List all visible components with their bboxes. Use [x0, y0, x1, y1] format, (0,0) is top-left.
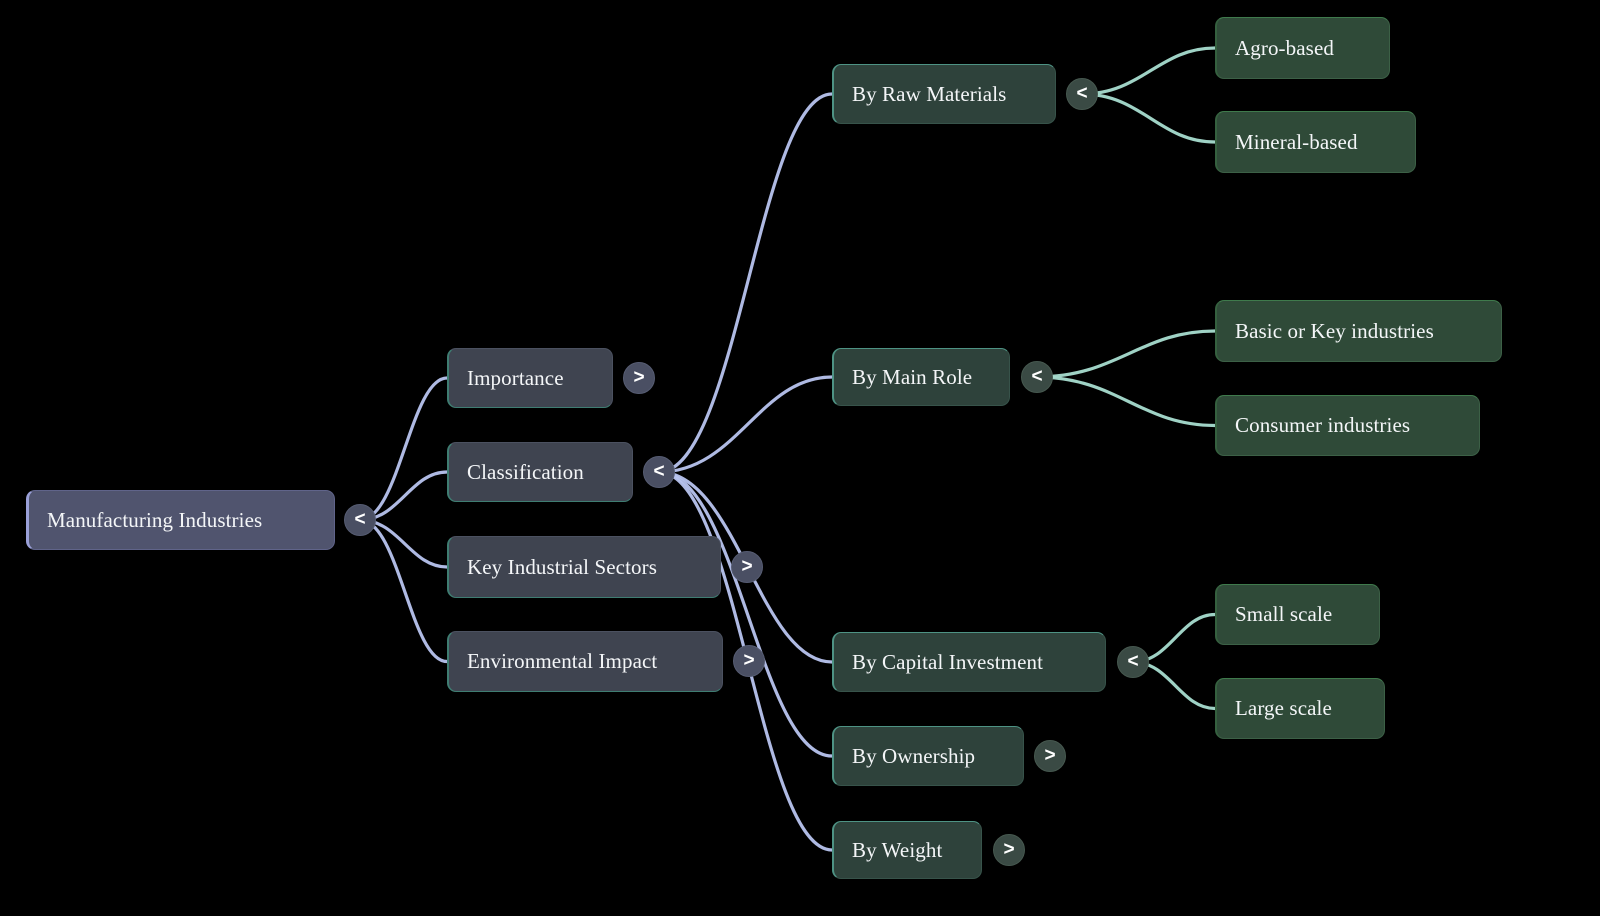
edge-by_raw_materials-to-mineral_based [1080, 92, 1217, 144]
chevron-icon: < [1076, 82, 1088, 104]
edge-classification-to-by_main_role [657, 375, 834, 474]
collapse-toggle-root-icon[interactable]: < [344, 504, 376, 536]
node-by-weight[interactable]: By Weight [832, 821, 982, 879]
node-label-by-capital: By Capital Investment [852, 649, 1044, 674]
expand-toggle-environmental-icon[interactable]: > [733, 645, 765, 677]
node-consumer[interactable]: Consumer industries [1215, 395, 1480, 456]
edge-root-to-environmental [358, 518, 449, 664]
chevron-icon: > [1003, 838, 1015, 860]
node-label-root: Manufacturing Industries [47, 507, 263, 532]
node-key-sectors[interactable]: Key Industrial Sectors [447, 536, 721, 598]
chevron-icon: < [354, 508, 366, 530]
node-label-agro-based: Agro-based [1235, 35, 1334, 60]
collapse-toggle-by-raw-materials-icon[interactable]: < [1066, 78, 1098, 110]
node-by-ownership[interactable]: By Ownership [832, 726, 1024, 786]
node-label-key-sectors: Key Industrial Sectors [467, 554, 657, 579]
chevron-icon: < [1031, 365, 1043, 387]
edge-root-to-importance [358, 376, 449, 522]
node-label-classification: Classification [467, 459, 584, 484]
node-label-mineral-based: Mineral-based [1235, 129, 1358, 154]
edge-classification-to-by_raw_materials [657, 92, 834, 474]
node-classification[interactable]: Classification [447, 442, 633, 502]
node-mineral-based[interactable]: Mineral-based [1215, 111, 1416, 173]
chevron-icon: > [741, 555, 753, 577]
node-agro-based[interactable]: Agro-based [1215, 17, 1390, 79]
node-label-importance: Importance [467, 365, 564, 390]
collapse-toggle-by-capital-icon[interactable]: < [1117, 646, 1149, 678]
chevron-icon: > [633, 366, 645, 388]
expand-toggle-importance-icon[interactable]: > [623, 362, 655, 394]
edge-by_main_role-to-basic_key [1035, 329, 1217, 379]
edge-classification-to-by_ownership [657, 470, 834, 758]
node-basic-key[interactable]: Basic or Key industries [1215, 300, 1502, 362]
node-large-scale[interactable]: Large scale [1215, 678, 1385, 739]
node-label-by-ownership: By Ownership [852, 743, 976, 768]
node-label-small-scale: Small scale [1235, 602, 1333, 626]
edge-by_raw_materials-to-agro_based [1080, 46, 1217, 96]
chevron-icon: < [653, 460, 665, 482]
chevron-icon: > [1044, 744, 1056, 766]
node-label-by-weight: By Weight [852, 837, 943, 862]
node-by-raw-materials[interactable]: By Raw Materials [832, 64, 1056, 124]
node-small-scale[interactable]: Small scale [1215, 584, 1380, 645]
node-importance[interactable]: Importance [447, 348, 613, 408]
node-label-by-raw-materials: By Raw Materials [852, 81, 1007, 106]
expand-toggle-key-sectors-icon[interactable]: > [731, 551, 763, 583]
node-label-environmental: Environmental Impact [467, 649, 658, 673]
expand-toggle-by-ownership-icon[interactable]: > [1034, 740, 1066, 772]
collapse-toggle-by-main-role-icon[interactable]: < [1021, 361, 1053, 393]
node-label-basic-key: Basic or Key industries [1235, 318, 1434, 343]
expand-toggle-by-weight-icon[interactable]: > [993, 834, 1025, 866]
chevron-icon: < [1127, 650, 1139, 672]
node-label-consumer: Consumer industries [1235, 413, 1411, 437]
collapse-toggle-classification-icon[interactable]: < [643, 456, 675, 488]
chevron-icon: > [743, 649, 755, 671]
node-label-large-scale: Large scale [1235, 696, 1332, 720]
node-by-main-role[interactable]: By Main Role [832, 348, 1010, 406]
edge-by_main_role-to-consumer [1035, 375, 1217, 428]
node-label-by-main-role: By Main Role [852, 364, 973, 389]
node-by-capital[interactable]: By Capital Investment [832, 632, 1106, 692]
node-root[interactable]: Manufacturing Industries [26, 490, 335, 550]
node-environmental[interactable]: Environmental Impact [447, 631, 723, 692]
